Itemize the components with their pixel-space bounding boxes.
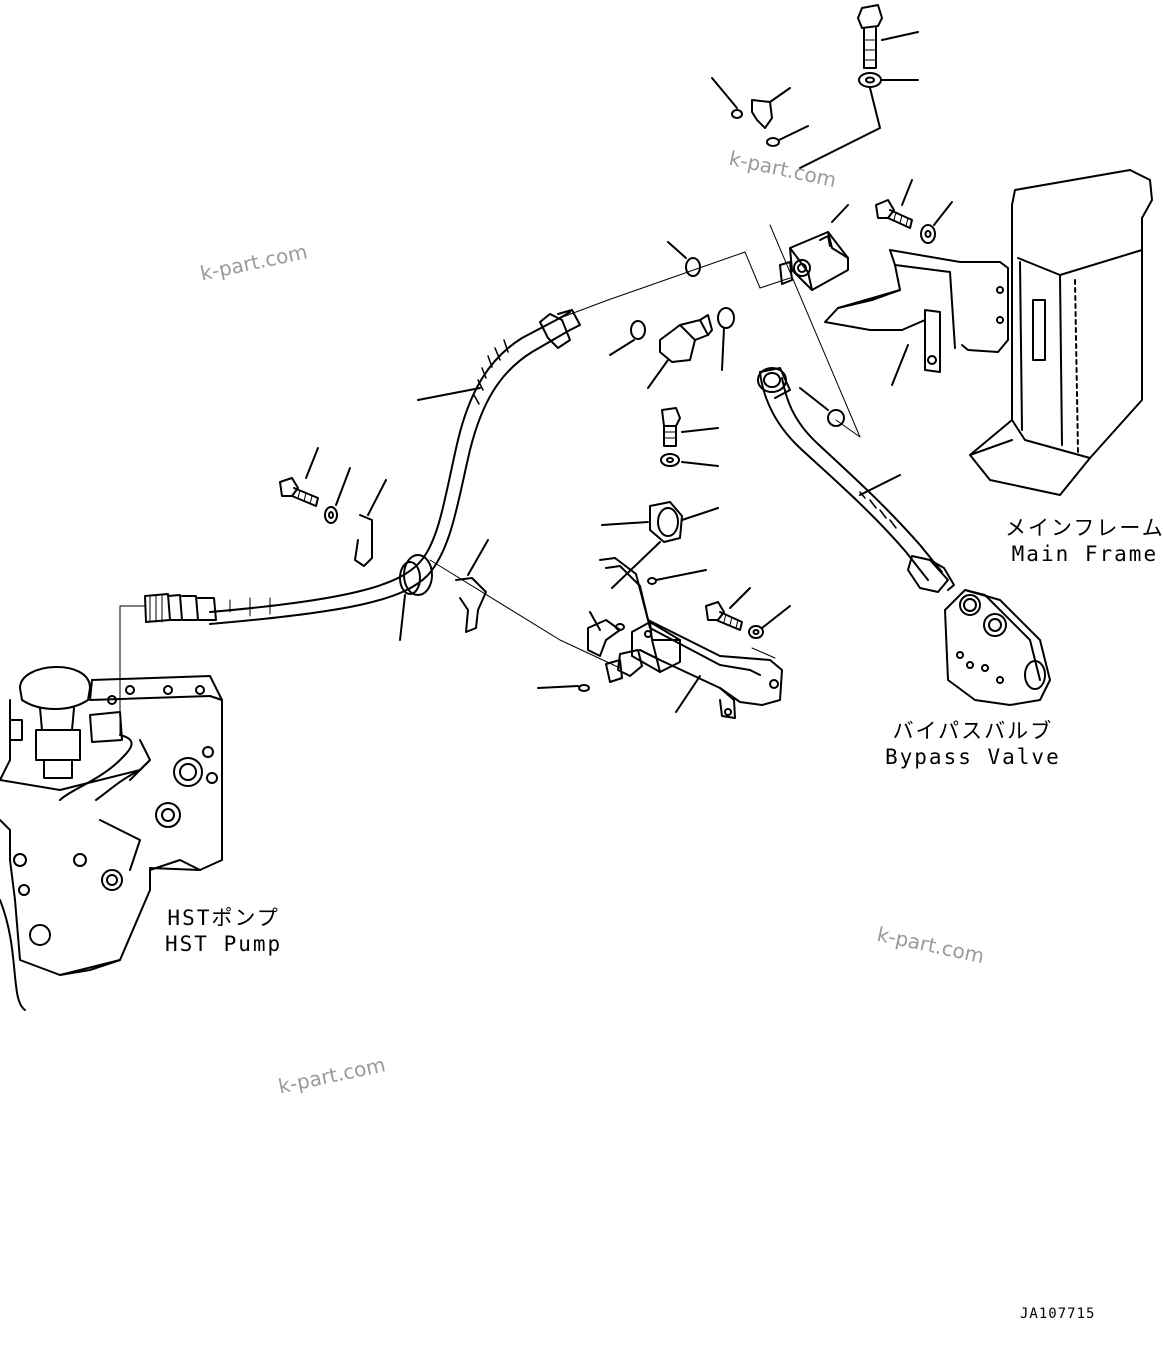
label-bypass-valve-en: Bypass Valve — [885, 745, 1061, 769]
bypass-valve — [944, 589, 1051, 706]
lower-bracket — [599, 557, 783, 719]
washer-lower — [748, 605, 791, 639]
hose-upper — [209, 251, 791, 625]
small-o-ring — [647, 569, 707, 585]
hose-clamp-upper — [399, 554, 433, 641]
main-frame — [969, 169, 1153, 496]
label-main-frame: メインフレーム Main Frame — [1005, 515, 1163, 567]
test-port-block — [605, 621, 681, 683]
cap-plate — [587, 611, 625, 657]
label-main-frame-en: Main Frame — [1011, 542, 1159, 566]
relief-valve-block — [779, 204, 849, 291]
elbow-fitting-top — [711, 77, 809, 147]
clamp-bracket-left — [354, 479, 387, 567]
label-hst-pump: HSTポンプ HST Pump — [165, 905, 282, 957]
o-ring-upper — [667, 241, 701, 277]
bolt-top — [857, 4, 919, 69]
o-ring-left — [609, 320, 646, 356]
label-bypass-valve-jp: バイパスバルブ — [892, 719, 1054, 743]
hst-pump — [0, 666, 223, 1011]
hose-pattern-lower — [229, 597, 271, 617]
label-main-frame-jp: メインフレーム — [1005, 516, 1163, 540]
bolt-right — [875, 179, 913, 229]
hose-end-fitting-pump — [119, 593, 217, 736]
washer-right — [920, 201, 953, 244]
spacer-collar — [601, 501, 719, 589]
drawing-id: JA107715 — [1020, 1306, 1096, 1322]
washer-top — [799, 72, 919, 169]
label-bypass-valve: バイパスバルブ Bypass Valve — [885, 718, 1061, 770]
bolt-lower — [705, 587, 751, 631]
washer-mid — [660, 453, 719, 467]
clamp-bracket-mid — [429, 539, 621, 669]
label-hst-pump-en: HST Pump — [165, 932, 283, 956]
bracket-right — [824, 249, 1009, 386]
washer-left — [324, 467, 351, 524]
bolt-left — [279, 447, 319, 507]
elbow-fitting-mid — [647, 314, 713, 389]
bolt-mid — [661, 407, 719, 447]
small-o-ring-lower — [537, 684, 590, 692]
o-ring-right — [717, 307, 735, 371]
hose-right — [757, 224, 955, 593]
label-hst-pump-jp: HSTポンプ — [167, 906, 280, 930]
